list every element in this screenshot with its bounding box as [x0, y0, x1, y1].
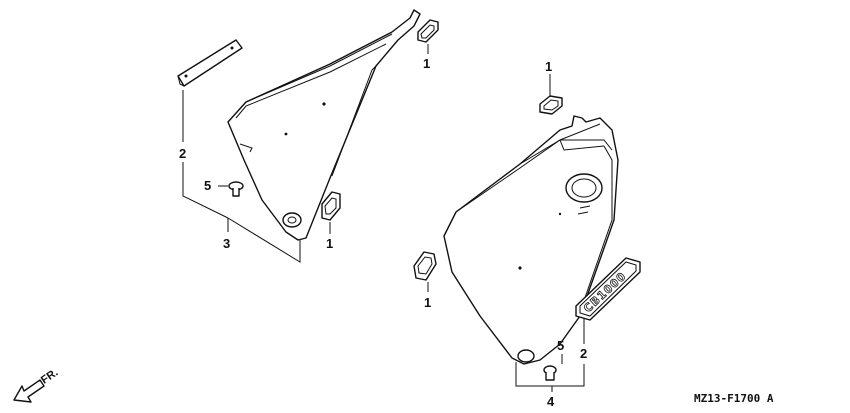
grommet-top-left: [417, 19, 439, 43]
drawing-code: MZ13-F1700 A: [694, 392, 774, 405]
callout-bolt-right: 5: [557, 338, 564, 353]
callout-cover-right: 4: [547, 394, 555, 409]
callout-grommet-left-lower: 1: [326, 236, 333, 251]
callout-emblem-left: 2: [179, 146, 186, 161]
callout-cover-left: 3: [223, 236, 230, 251]
bolt-right: [543, 365, 557, 381]
left-emblem-plate: [177, 39, 243, 87]
bolt-left: [228, 181, 244, 197]
right-side-cover: [443, 115, 619, 365]
grommet-left-lower: [321, 191, 341, 221]
left-side-cover: [227, 9, 421, 241]
right-leader-lines: [427, 74, 585, 392]
callout-emblem-right: 2: [580, 346, 587, 361]
left-leader-lines: [182, 44, 429, 263]
callout-grommet-right-top: 1: [545, 59, 552, 74]
callout-grommet-top-left: 1: [423, 56, 430, 71]
callout-bolt-left: 5: [204, 178, 211, 193]
grommet-right-lower: [413, 251, 437, 281]
callout-grommet-right-lower: 1: [424, 295, 431, 310]
grommet-right-top: [539, 95, 563, 115]
front-direction-arrow: FR.: [13, 367, 60, 403]
